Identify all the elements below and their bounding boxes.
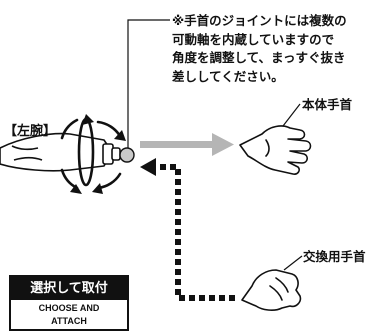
rotation-arrowheads (70, 114, 126, 194)
leader-line (127, 19, 170, 148)
swap-hand-label: 交換用手首 (303, 249, 366, 264)
main-hand-label: 本体手首 (302, 97, 353, 112)
main-hand-leader (282, 103, 301, 127)
instruction-note: ※手首のジョイントには複数の 可動軸を内蔵していますので 角度を調整して、まっす… (172, 13, 347, 84)
arm-illustration (0, 132, 121, 172)
left-arm-label: 【左腕】 (4, 124, 57, 139)
arrow-to-main-hand (140, 133, 234, 156)
choose-box-subtitle: CHOOSE AND ATTACH (38, 303, 100, 326)
choose-box-title: 選択して取付 (11, 277, 127, 300)
main-hand-illustration (239, 125, 312, 175)
choose-and-attach-box: 選択して取付 CHOOSE AND ATTACH (9, 275, 129, 331)
wrist-joint-ball (119, 147, 135, 163)
swap-hand-leader (283, 255, 303, 271)
dashed-arrow-to-swap-hand (140, 158, 235, 301)
swap-hand-illustration (241, 269, 302, 311)
